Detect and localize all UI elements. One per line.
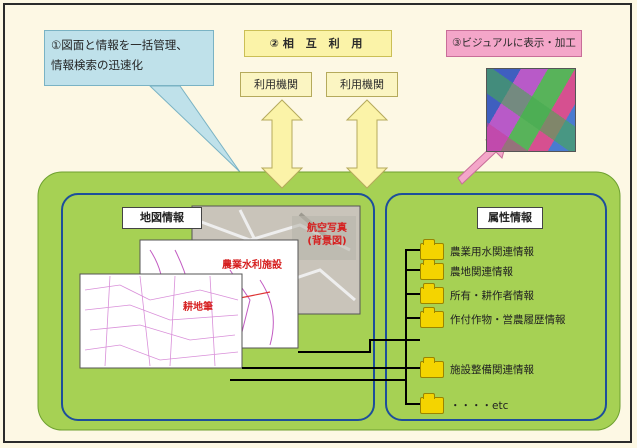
parcel-layer xyxy=(79,273,243,369)
mutual-use-box: ②相 互 利 用 xyxy=(244,30,392,57)
aerial-label: 航空写真 (背景図) xyxy=(307,223,347,247)
user-org-box-2: 利用機関 xyxy=(326,72,398,97)
parcel-label: 耕地筆 xyxy=(183,302,213,313)
attr-panel-title: 属性情報 xyxy=(477,207,543,229)
map-panel-title: 地図情報 xyxy=(122,207,202,229)
folder-icon xyxy=(420,357,444,378)
double-arrow-right xyxy=(345,99,389,189)
attr-item: 所有・耕作者情報 xyxy=(450,290,534,302)
attr-item: 作付作物・営農履歴情報 xyxy=(450,314,566,326)
folder-icon xyxy=(420,307,444,328)
folder-icon xyxy=(420,283,444,304)
connector-lines xyxy=(230,249,420,405)
double-arrow-left xyxy=(260,99,304,189)
folder-icon xyxy=(420,259,444,280)
folder-icon xyxy=(420,393,444,414)
folder-icon xyxy=(420,239,444,260)
satellite-image xyxy=(486,68,576,152)
irrigation-label: 農業水利施設 xyxy=(222,260,282,271)
callout-line-2: 情報検索の迅速化 xyxy=(51,58,143,72)
attr-item: 農地関連情報 xyxy=(450,266,513,278)
user-org-box-1: 利用機関 xyxy=(240,72,312,97)
callout-line-1: ①図面と情報を一括管理、 xyxy=(51,38,188,52)
attr-item: ・・・・etc xyxy=(450,400,509,412)
diagram-frame xyxy=(3,3,632,443)
attr-item: 施設整備関連情報 xyxy=(450,364,534,376)
visual-box: ③ビジュアルに表示・加工 xyxy=(446,30,582,57)
attr-item: 農業用水関連情報 xyxy=(450,246,534,258)
callout-box: ①図面と情報を一括管理、 情報検索の迅速化 xyxy=(44,30,214,86)
callout-tail xyxy=(148,85,241,173)
